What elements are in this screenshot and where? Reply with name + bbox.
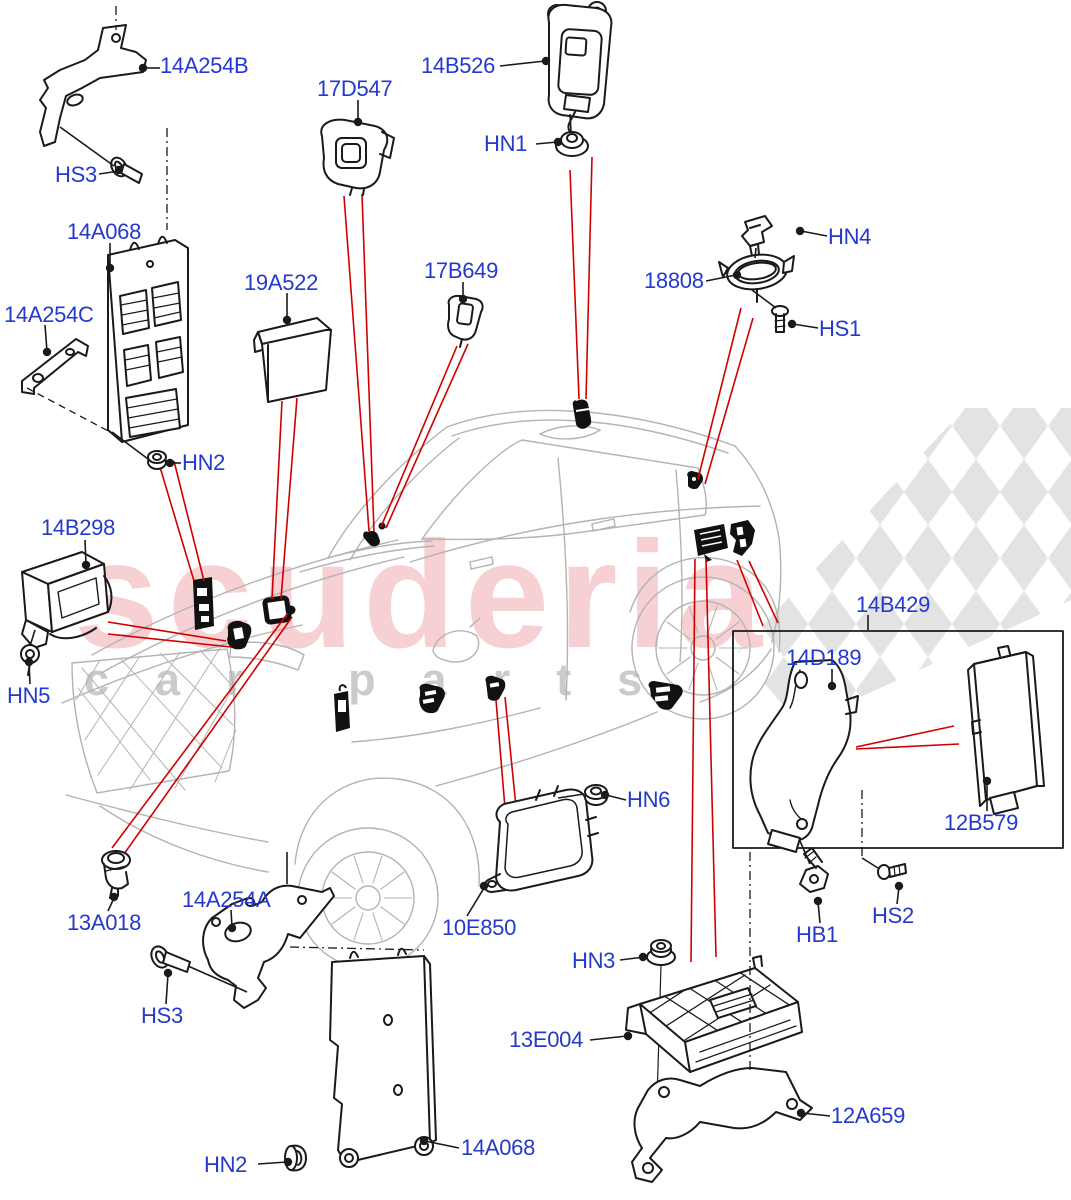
part-label-14A254B[interactable]: 14A254B	[160, 53, 249, 78]
part-drawing-HN2-bottom	[284, 1144, 307, 1172]
component-cowl-sensor	[363, 531, 380, 547]
watermark-tagline: car parts	[84, 654, 689, 705]
part-drawing-14A254C	[21, 338, 89, 395]
part-drawing-HS1	[771, 305, 789, 333]
part-label-14A068-top[interactable]: 14A068	[67, 219, 142, 244]
part-drawing-17B649	[447, 294, 484, 348]
part-drawing-17D547	[320, 118, 395, 196]
part-drawing-14A254A	[202, 884, 335, 1009]
part-label-14A254C[interactable]: 14A254C	[4, 302, 94, 327]
mounted-components	[193, 399, 755, 732]
part-drawing-HN4	[741, 215, 773, 247]
part-label-HS1[interactable]: HS1	[819, 316, 861, 341]
part-drawing-HN3	[646, 939, 676, 1137]
part-drawing-10E850	[483, 785, 599, 893]
part-drawing-HS2	[877, 863, 907, 880]
component-rear-quarter-module	[694, 524, 728, 556]
part-label-10E850[interactable]: 10E850	[442, 915, 517, 940]
part-drawing-14A068-bottom	[329, 947, 437, 1168]
part-label-14A254A[interactable]: 14A254A	[182, 887, 271, 912]
part-label-HS3-top[interactable]: HS3	[55, 162, 97, 187]
leader-dots	[24, 56, 992, 1167]
part-drawing-HN1	[555, 131, 589, 157]
component-frame-bracket	[262, 595, 292, 625]
part-label-17B649[interactable]: 17B649	[424, 258, 499, 283]
part-drawing-14B429-box	[732, 630, 1064, 849]
part-drawing-14D189	[749, 659, 859, 853]
red-locator-lines	[107, 156, 960, 963]
component-roof-module	[572, 399, 592, 429]
part-label-HN4[interactable]: HN4	[828, 224, 872, 249]
part-label-14B526[interactable]: 14B526	[421, 53, 496, 78]
part-label-12A659[interactable]: 12A659	[831, 1103, 906, 1128]
part-label-13A018[interactable]: 13A018	[67, 910, 142, 935]
component-door-module	[485, 675, 506, 701]
part-label-HS2[interactable]: HS2	[872, 903, 914, 928]
part-label-19A522[interactable]: 19A522	[244, 270, 319, 295]
part-drawing-14B298	[21, 551, 113, 649]
part-label-18808[interactable]: 18808	[644, 268, 704, 293]
checkered-flag	[738, 408, 1071, 725]
part-label-HB1[interactable]: HB1	[796, 922, 838, 947]
component-rear-door-module	[648, 681, 683, 710]
part-label-HN2-bottom[interactable]: HN2	[204, 1152, 248, 1177]
part-label-HS3-bottom[interactable]: HS3	[141, 1003, 183, 1028]
part-label-12B579[interactable]: 12B579	[944, 810, 1019, 835]
part-label-HN2-top[interactable]: HN2	[182, 450, 226, 475]
component-frame-stud	[286, 605, 296, 615]
part-label-14D189[interactable]: 14D189	[786, 645, 862, 670]
watermark-brand: scuderia	[74, 510, 772, 680]
part-label-17D547[interactable]: 17D547	[317, 76, 393, 101]
part-drawing-13E004	[625, 955, 803, 1073]
car-illustration	[61, 409, 782, 969]
part-drawing-12A659	[631, 1067, 813, 1183]
component-rear-bracket	[730, 520, 755, 556]
component-windshield-module	[193, 577, 214, 630]
part-label-HN6[interactable]: HN6	[627, 787, 671, 812]
part-drawing-HS3-bottom	[150, 945, 191, 973]
part-label-HN1[interactable]: HN1	[484, 131, 528, 156]
part-drawing-14A068-top	[107, 235, 189, 443]
part-drawing-14B526	[547, 1, 613, 133]
part-label-HN5[interactable]: HN5	[7, 683, 51, 708]
part-drawing-13A018	[101, 850, 131, 899]
part-drawing-19A522	[253, 317, 332, 403]
part-drawing-14A254B	[39, 24, 147, 147]
leader-lines	[26, 6, 988, 1165]
part-drawing-HS3-top	[110, 156, 143, 184]
part-label-14B429[interactable]: 14B429	[856, 592, 931, 617]
part-label-13E004[interactable]: 13E004	[509, 1027, 584, 1052]
part-drawing-12B579	[967, 645, 1045, 815]
part-drawing-HB1	[799, 847, 829, 893]
part-label-HN3[interactable]: HN3	[572, 948, 616, 973]
part-label-14A068-bottom[interactable]: 14A068	[461, 1135, 536, 1160]
part-drawing-HN2-top	[147, 450, 167, 470]
part-label-14B298[interactable]: 14B298	[41, 515, 116, 540]
